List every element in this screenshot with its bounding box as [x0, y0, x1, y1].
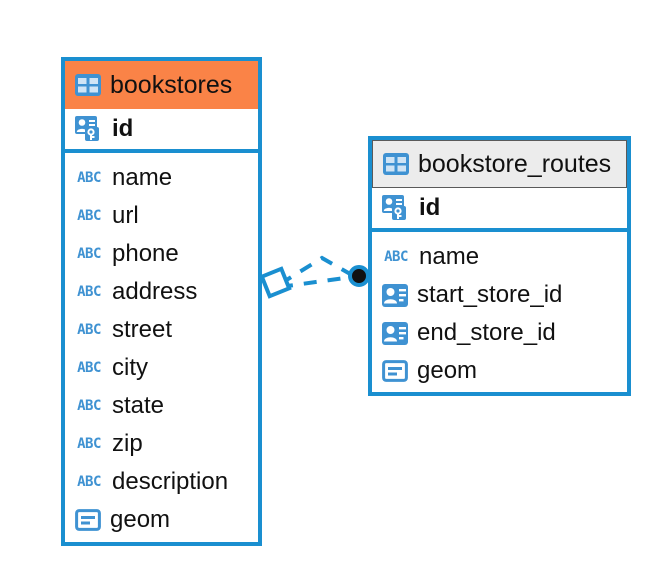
- field-row-url[interactable]: ABC url: [65, 197, 258, 235]
- table-icon: [75, 74, 101, 96]
- field-row-address[interactable]: ABC address: [65, 273, 258, 311]
- abc-text-icon: ABC: [77, 170, 101, 186]
- field-row-phone[interactable]: ABC phone: [65, 235, 258, 273]
- entity-header-bookstore-routes[interactable]: bookstore_routes: [372, 140, 627, 188]
- relationship-line-upper: [278, 255, 353, 286]
- field-row-description[interactable]: ABC description: [65, 463, 258, 501]
- field-label: id: [419, 194, 441, 221]
- field-label: address: [112, 278, 198, 305]
- primary-key-icon: [75, 116, 103, 142]
- entity-title: bookstore_routes: [418, 149, 612, 178]
- field-row-state[interactable]: ABC state: [65, 387, 258, 425]
- field-label: start_store_id: [417, 281, 563, 308]
- abc-text-icon: ABC: [77, 246, 101, 262]
- field-label: description: [112, 468, 229, 495]
- field-row-end-store-id[interactable]: end_store_id: [372, 314, 627, 352]
- abc-text-icon: ABC: [77, 322, 101, 338]
- abc-text-icon: ABC: [77, 284, 101, 300]
- entity-title: bookstores: [110, 70, 233, 99]
- field-label: phone: [112, 240, 179, 267]
- field-row-name[interactable]: ABC name: [372, 238, 627, 276]
- field-label: street: [112, 316, 173, 343]
- field-row-geom[interactable]: geom: [65, 501, 258, 539]
- abc-text-icon: ABC: [77, 436, 101, 452]
- field-row-zip[interactable]: ABC zip: [65, 425, 258, 463]
- field-label: end_store_id: [417, 319, 556, 346]
- field-row-city[interactable]: ABC city: [65, 349, 258, 387]
- field-label: state: [112, 392, 165, 419]
- abc-text-icon: ABC: [77, 360, 101, 376]
- abc-text-icon: ABC: [77, 208, 101, 224]
- field-label: geom: [417, 357, 478, 384]
- field-list-bookstore-routes: ABC name start_store_id: [372, 232, 627, 390]
- field-row-geom[interactable]: geom: [372, 352, 627, 390]
- abc-text-icon: ABC: [77, 474, 101, 490]
- field-row-primary-key[interactable]: id: [65, 109, 258, 153]
- diamond-marker: [259, 266, 292, 299]
- field-row-start-store-id[interactable]: start_store_id: [372, 276, 627, 314]
- foreign-key-icon: [382, 283, 408, 307]
- field-label: geom: [110, 506, 171, 533]
- field-label: url: [112, 202, 139, 229]
- entity-bookstore-routes[interactable]: bookstore_routes id: [368, 136, 631, 396]
- field-list-bookstores: ABC name ABC url ABC phone ABC: [65, 153, 258, 539]
- primary-key-icon: [382, 195, 410, 221]
- entity-bookstores[interactable]: bookstores id: [61, 57, 262, 546]
- table-icon: [383, 153, 409, 175]
- foreign-key-icon: [382, 321, 408, 345]
- field-label: name: [419, 243, 480, 270]
- field-label: name: [112, 164, 173, 191]
- abc-text-icon: ABC: [77, 398, 101, 414]
- abc-text-icon: ABC: [384, 249, 408, 265]
- geometry-icon: [75, 509, 101, 531]
- field-label: zip: [112, 430, 143, 457]
- relationship-line-lower: [279, 275, 353, 289]
- filled-circle-marker: [348, 265, 370, 287]
- geometry-icon: [382, 360, 408, 382]
- field-row-primary-key[interactable]: id: [372, 188, 627, 232]
- entity-header-bookstores[interactable]: bookstores: [65, 61, 258, 109]
- field-row-street[interactable]: ABC street: [65, 311, 258, 349]
- field-label: city: [112, 354, 148, 381]
- field-row-name[interactable]: ABC name: [65, 159, 258, 197]
- field-label: id: [112, 115, 134, 142]
